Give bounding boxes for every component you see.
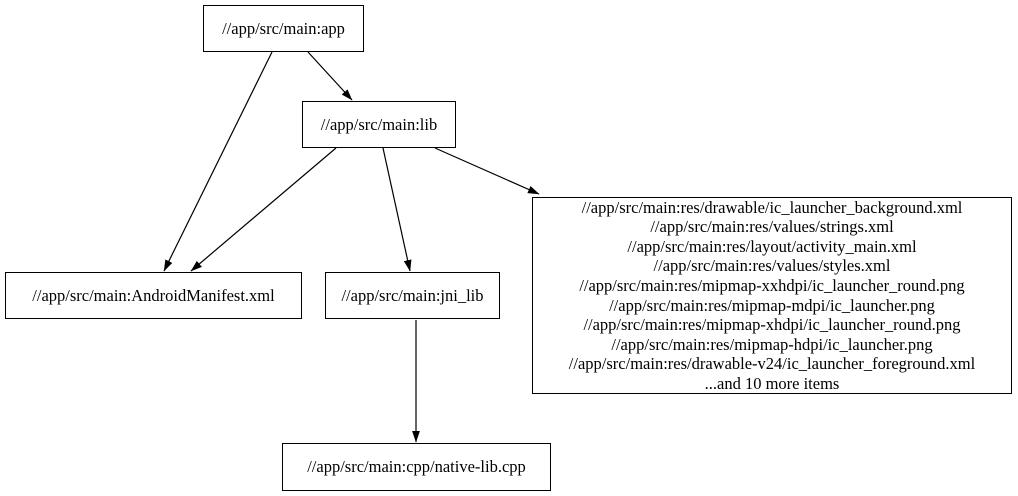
res-group-line: //app/src/main:res/drawable/ic_launcher_…: [581, 197, 963, 217]
edge-lib-to-res-group: [434, 147, 540, 195]
res-group-line: //app/src/main:res/values/styles.xml: [653, 256, 891, 276]
edge-lib-to-manifest: [190, 147, 337, 272]
graph-node-native-lib-cpp-label: //app/src/main:cpp/native-lib.cpp: [307, 457, 526, 477]
graph-node-android-manifest-label: //app/src/main:AndroidManifest.xml: [32, 285, 275, 305]
res-group-line: //app/src/main:res/mipmap-xxhdpi/ic_laun…: [579, 275, 965, 295]
graph-node-lib-label: //app/src/main:lib: [320, 114, 438, 134]
edge-lib-to-jni-lib: [382, 147, 412, 272]
graph-node-app: //app/src/main:app: [203, 5, 364, 52]
res-group-line: //app/src/main:res/mipmap-mdpi/ic_launch…: [609, 295, 935, 315]
graph-node-jni-lib: //app/src/main:jni_lib: [325, 272, 500, 319]
res-group-line: //app/src/main:res/drawable-v24/ic_launc…: [568, 354, 976, 374]
graph-node-native-lib-cpp: //app/src/main:cpp/native-lib.cpp: [282, 443, 551, 491]
graph-node-app-label: //app/src/main:app: [222, 18, 345, 38]
res-group-line: //app/src/main:res/layout/activity_main.…: [627, 236, 917, 256]
graph-node-android-manifest: //app/src/main:AndroidManifest.xml: [5, 272, 302, 319]
graph-node-res-group: //app/src/main:res/drawable/ic_launcher_…: [532, 197, 1012, 394]
edge-app-to-lib: [307, 51, 353, 101]
graph-node-lib: //app/src/main:lib: [302, 101, 456, 148]
res-group-line: //app/src/main:res/mipmap-hdpi/ic_launch…: [611, 334, 933, 354]
edge-app-to-manifest: [163, 51, 273, 272]
res-group-more-items: ...and 10 more items: [704, 373, 840, 393]
graph-node-jni-lib-label: //app/src/main:jni_lib: [341, 285, 484, 305]
res-group-line: //app/src/main:res/values/strings.xml: [650, 217, 894, 237]
res-group-line: //app/src/main:res/mipmap-xhdpi/ic_launc…: [583, 315, 961, 335]
